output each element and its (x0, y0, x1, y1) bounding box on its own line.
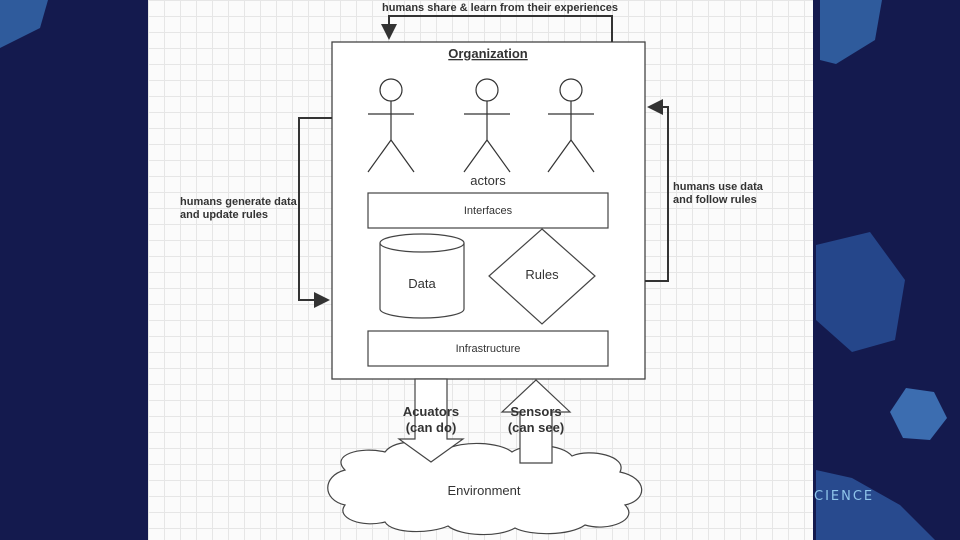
actuators-label-line2: (can do) (406, 420, 457, 435)
actuators-arrow (397, 378, 465, 463)
sensors-arrow (500, 379, 572, 464)
left-label-line1: humans generate data (180, 196, 298, 208)
shape-mid-right (816, 232, 905, 352)
actor-figure-1 (367, 78, 415, 173)
brand-watermark: CIENCE (814, 489, 875, 504)
corner-shape-top-left (0, 0, 48, 48)
top-feedback-arrow (381, 15, 613, 42)
shape-top-right (820, 0, 882, 64)
infrastructure-box (367, 330, 609, 367)
diagram-slide: Organization actors Interfaces (148, 0, 813, 540)
sensors-label-line2: (can see) (508, 420, 564, 435)
rules-diamond (488, 228, 596, 325)
organization-title: Organization (448, 46, 528, 61)
right-label-line2: and follow rules (673, 194, 757, 206)
data-label: Data (408, 276, 436, 291)
top-arrow-label: humans share & learn from their experien… (382, 2, 618, 14)
infrastructure-label: Infrastructure (456, 343, 521, 355)
sensors-label-line1: Sensors (510, 404, 561, 419)
interfaces-label: Interfaces (464, 205, 513, 217)
left-label-line2: and update rules (180, 209, 268, 221)
organization-diagram: Organization actors Interfaces (180, 2, 764, 536)
left-arrow (298, 117, 332, 308)
actor-figure-3 (547, 78, 595, 173)
right-arrow (645, 99, 669, 282)
shape-bottom-right (816, 470, 935, 540)
environment-label: Environment (448, 483, 521, 498)
right-label-line1: humans use data (673, 181, 764, 193)
data-cylinder (379, 233, 465, 319)
hexagon-shape (890, 388, 947, 440)
rules-label: Rules (525, 267, 559, 282)
actors-label: actors (470, 173, 506, 188)
interfaces-box (367, 192, 609, 229)
actor-figure-2 (463, 78, 511, 173)
actuators-label-line1: Acuators (403, 404, 459, 419)
